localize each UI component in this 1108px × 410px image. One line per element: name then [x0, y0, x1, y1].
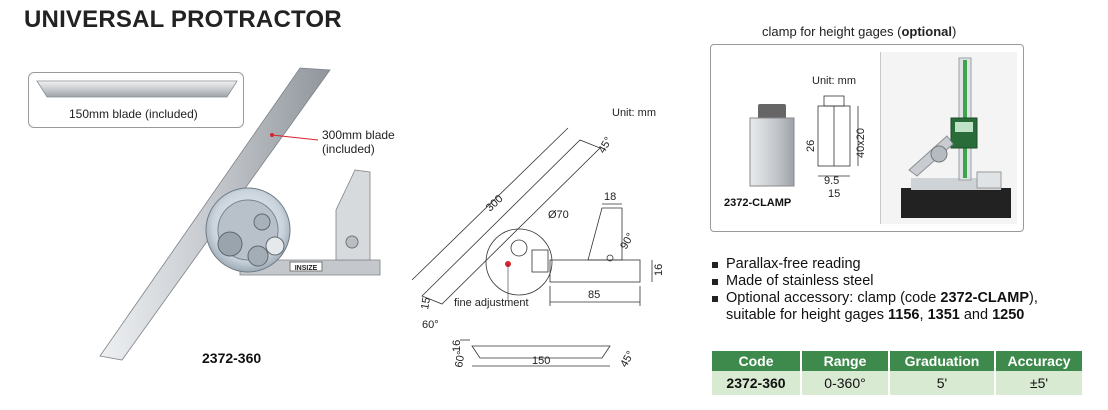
dim-150: 150	[532, 355, 550, 367]
feature-text: and	[959, 307, 993, 323]
blade-300-label: 300mm blade (included)	[322, 128, 395, 156]
dim-45-bottom: 45°	[618, 349, 637, 369]
dim-300: 300	[484, 193, 506, 214]
spec-table-header-row: Code Range Graduation Accuracy	[712, 351, 1082, 371]
feature-text: ,	[919, 307, 928, 323]
clamp-dim-15: 15	[828, 188, 840, 200]
feature-text: Parallax-free reading	[726, 256, 861, 272]
dim-60-bottom: 60°	[453, 350, 468, 368]
dim-85: 85	[588, 289, 600, 301]
clamp-dim-9-5: 9.5	[824, 175, 839, 187]
protractor-illustration: INSIZE	[99, 67, 381, 361]
table-row: 2372-360 0-360° 5' ±5'	[712, 371, 1082, 395]
clamp-code-label: 2372-CLAMP	[724, 197, 791, 209]
dim-15: 15	[419, 296, 433, 310]
unit-label: Unit: mm	[612, 107, 656, 119]
feature-bold-model: 1250	[992, 307, 1025, 323]
spec-header-range: Range	[801, 351, 890, 371]
clamp-dim-40x20: 40x20	[855, 128, 867, 158]
feature-item: Made of stainless steel	[710, 273, 1100, 290]
spec-cell-graduation: 5'	[889, 371, 996, 395]
product-model: 2372-360	[202, 350, 262, 366]
clamp-heading: clamp for height gages (optional)	[762, 24, 956, 39]
blade-300-label-line2: (included)	[322, 142, 375, 156]
clamp-heading-optional: optional	[901, 24, 953, 39]
spec-cell-code: 2372-360	[712, 371, 802, 395]
clamp-drawing: Unit: mm 26 40x20 9.5 15 2372-CLAMP	[724, 75, 867, 209]
brand-logo-text: INSIZE	[295, 265, 318, 272]
feature-list: Parallax-free reading Made of stainless …	[710, 256, 1100, 324]
blade-150-label: 150mm blade (included)	[69, 107, 198, 121]
feature-item-continued: suitable for height gages 1156, 1351 and…	[710, 307, 1100, 324]
feature-item: Optional accessory: clamp (code 2372-CLA…	[710, 290, 1100, 307]
clamp-heading-prefix: clamp for height gages (	[762, 24, 902, 39]
dim-16-right: 16	[653, 264, 665, 276]
spec-header-code: Code	[712, 351, 802, 371]
technical-drawing: Unit: mm 300 45° Ø70 18 90° 16 85 15 60°…	[411, 107, 665, 370]
clamp-dim-26: 26	[805, 140, 817, 152]
feature-text: Made of stainless steel	[726, 273, 874, 289]
spec-table: Code Range Graduation Accuracy 2372-360 …	[712, 351, 1082, 395]
dim-60: 60°	[422, 319, 439, 331]
height-gage-photo	[880, 52, 1017, 224]
feature-bold-code: 2372-CLAMP	[940, 290, 1030, 306]
clamp-unit-label: Unit: mm	[812, 75, 856, 87]
blade-150-illustration	[36, 80, 238, 98]
page-title: UNIVERSAL PROTRACTOR	[24, 6, 342, 33]
dim-70: Ø70	[548, 209, 569, 221]
brand-plate	[289, 261, 323, 272]
feature-bold-model: 1351	[927, 307, 960, 323]
clamp-heading-suffix: )	[952, 24, 957, 39]
feature-item: Parallax-free reading	[710, 256, 1100, 273]
spec-cell-accuracy: ±5'	[995, 371, 1082, 395]
dim-45-top: 45°	[596, 135, 615, 155]
spec-cell-range: 0-360°	[801, 371, 890, 395]
feature-bold-model: 1156	[888, 307, 920, 323]
feature-text: suitable for height gages	[726, 307, 889, 323]
feature-text: ),	[1029, 290, 1038, 306]
blade-150-inset: 150mm blade (included)	[28, 72, 244, 128]
feature-text: Optional accessory: clamp (code	[726, 290, 941, 306]
blade-300-label-line1: 300mm blade	[322, 128, 395, 142]
spec-header-graduation: Graduation	[889, 351, 996, 371]
dim-16-bottom: 16	[451, 340, 463, 352]
dim-90: 90°	[618, 231, 637, 251]
spec-header-accuracy: Accuracy	[995, 351, 1082, 371]
dim-18: 18	[604, 191, 616, 203]
fine-adjustment-label: fine adjustment	[454, 297, 529, 309]
height-gage-illustration	[901, 57, 1011, 218]
